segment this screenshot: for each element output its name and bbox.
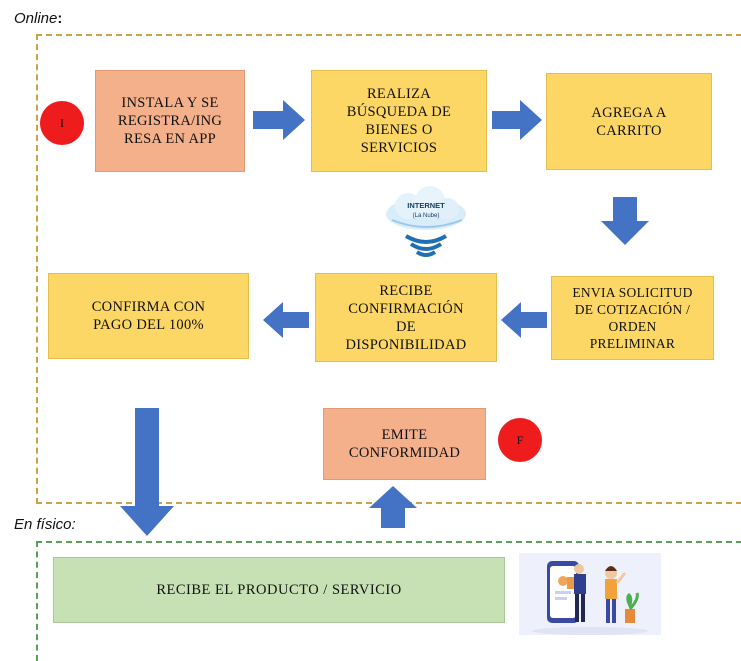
delivery-illustration bbox=[519, 553, 661, 635]
start-marker: I bbox=[40, 101, 84, 145]
step-agrega-carrito: AGREGA A CARRITO bbox=[546, 73, 712, 170]
end-marker: F bbox=[498, 418, 542, 462]
step-recibe-producto: RECIBE EL PRODUCTO / SERVICIO bbox=[53, 557, 505, 623]
online-section-label: Online: bbox=[14, 10, 63, 27]
step-envia-solicitud: ENVIA SOLICITUD DE COTIZACIÓN / ORDEN PR… bbox=[551, 276, 714, 360]
step-instala-registra: INSTALA Y SE REGISTRA/ING RESA EN APP bbox=[95, 70, 245, 172]
arrow-down-carrito bbox=[601, 197, 649, 245]
step-realiza-busqueda: REALIZA BÚSQUEDA DE BIENES O SERVICIOS bbox=[311, 70, 487, 172]
fisico-section-label: En físico: bbox=[14, 516, 76, 533]
arrow-right-2 bbox=[492, 100, 542, 140]
arrow-right-1 bbox=[253, 100, 305, 140]
arrow-left-1 bbox=[501, 302, 547, 338]
arrow-left-2 bbox=[263, 302, 309, 338]
internet-cloud-icon: INTERNET (La Nube) bbox=[386, 186, 466, 257]
arrow-up-to-conformidad bbox=[369, 486, 417, 528]
step-emite-conformidad: EMITE CONFORMIDAD bbox=[323, 408, 486, 480]
cloud-title: INTERNET bbox=[407, 201, 445, 210]
cloud-subtitle: (La Nube) bbox=[413, 213, 440, 219]
arrow-down-to-producto bbox=[120, 408, 174, 536]
step-recibe-confirmacion: RECIBE CONFIRMACIÓN DE DISPONIBILIDAD bbox=[315, 273, 497, 362]
step-confirma-pago: CONFIRMA CON PAGO DEL 100% bbox=[48, 273, 249, 359]
fisico-zone bbox=[36, 541, 741, 661]
